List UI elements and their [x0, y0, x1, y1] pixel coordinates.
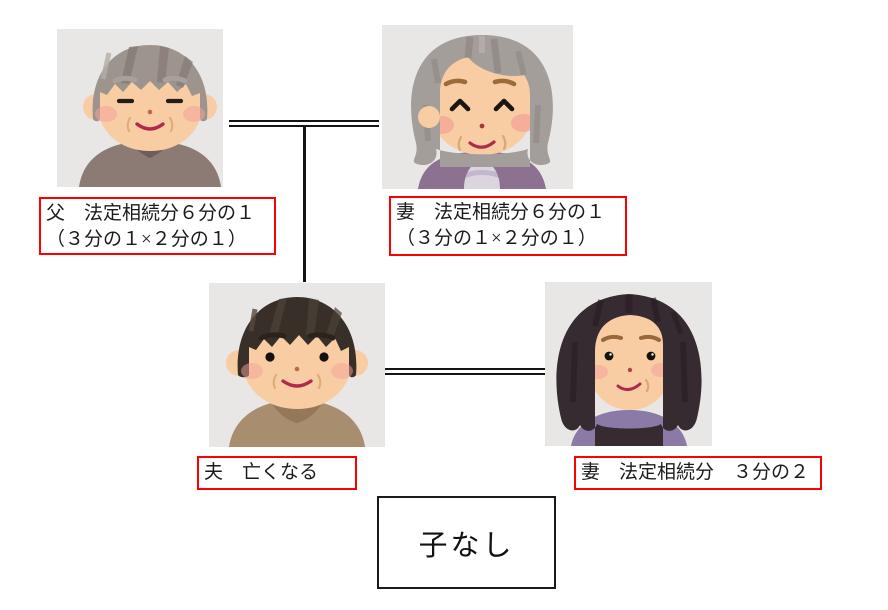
husband-label: 夫 亡くなる	[197, 456, 357, 490]
mother-label-line2: （３分の１×２分の１）	[396, 228, 597, 249]
mother-portrait	[382, 25, 573, 189]
wife-portrait	[545, 282, 712, 446]
couple-marriage-line	[385, 368, 545, 375]
father-label-line2: （３分の１×２分の１）	[46, 229, 247, 250]
father-label: 父 法定相続分６分の１ （３分の１×２分の１）	[39, 197, 276, 255]
mother-label: 妻 法定相続分６分の１ （３分の１×２分の１）	[389, 196, 627, 256]
father-label-line1: 父 法定相続分６分の１	[46, 203, 256, 224]
husband-portrait	[209, 283, 385, 447]
wife-label: 妻 法定相続分 ３分の２	[574, 456, 822, 490]
husband-label-line1: 夫 亡くなる	[204, 462, 319, 483]
elderly-woman-icon	[382, 25, 573, 189]
father-portrait	[57, 29, 223, 187]
elderly-man-icon	[57, 29, 223, 187]
descent-line	[303, 126, 306, 282]
no-children-box: 子なし	[377, 496, 556, 589]
wife-label-line1: 妻 法定相続分 ３分の２	[581, 462, 810, 483]
middle-aged-man-icon	[209, 283, 385, 447]
mother-label-line1: 妻 法定相続分６分の１	[396, 202, 606, 223]
no-children-label: 子なし	[418, 529, 515, 562]
middle-aged-woman-icon	[545, 282, 712, 446]
